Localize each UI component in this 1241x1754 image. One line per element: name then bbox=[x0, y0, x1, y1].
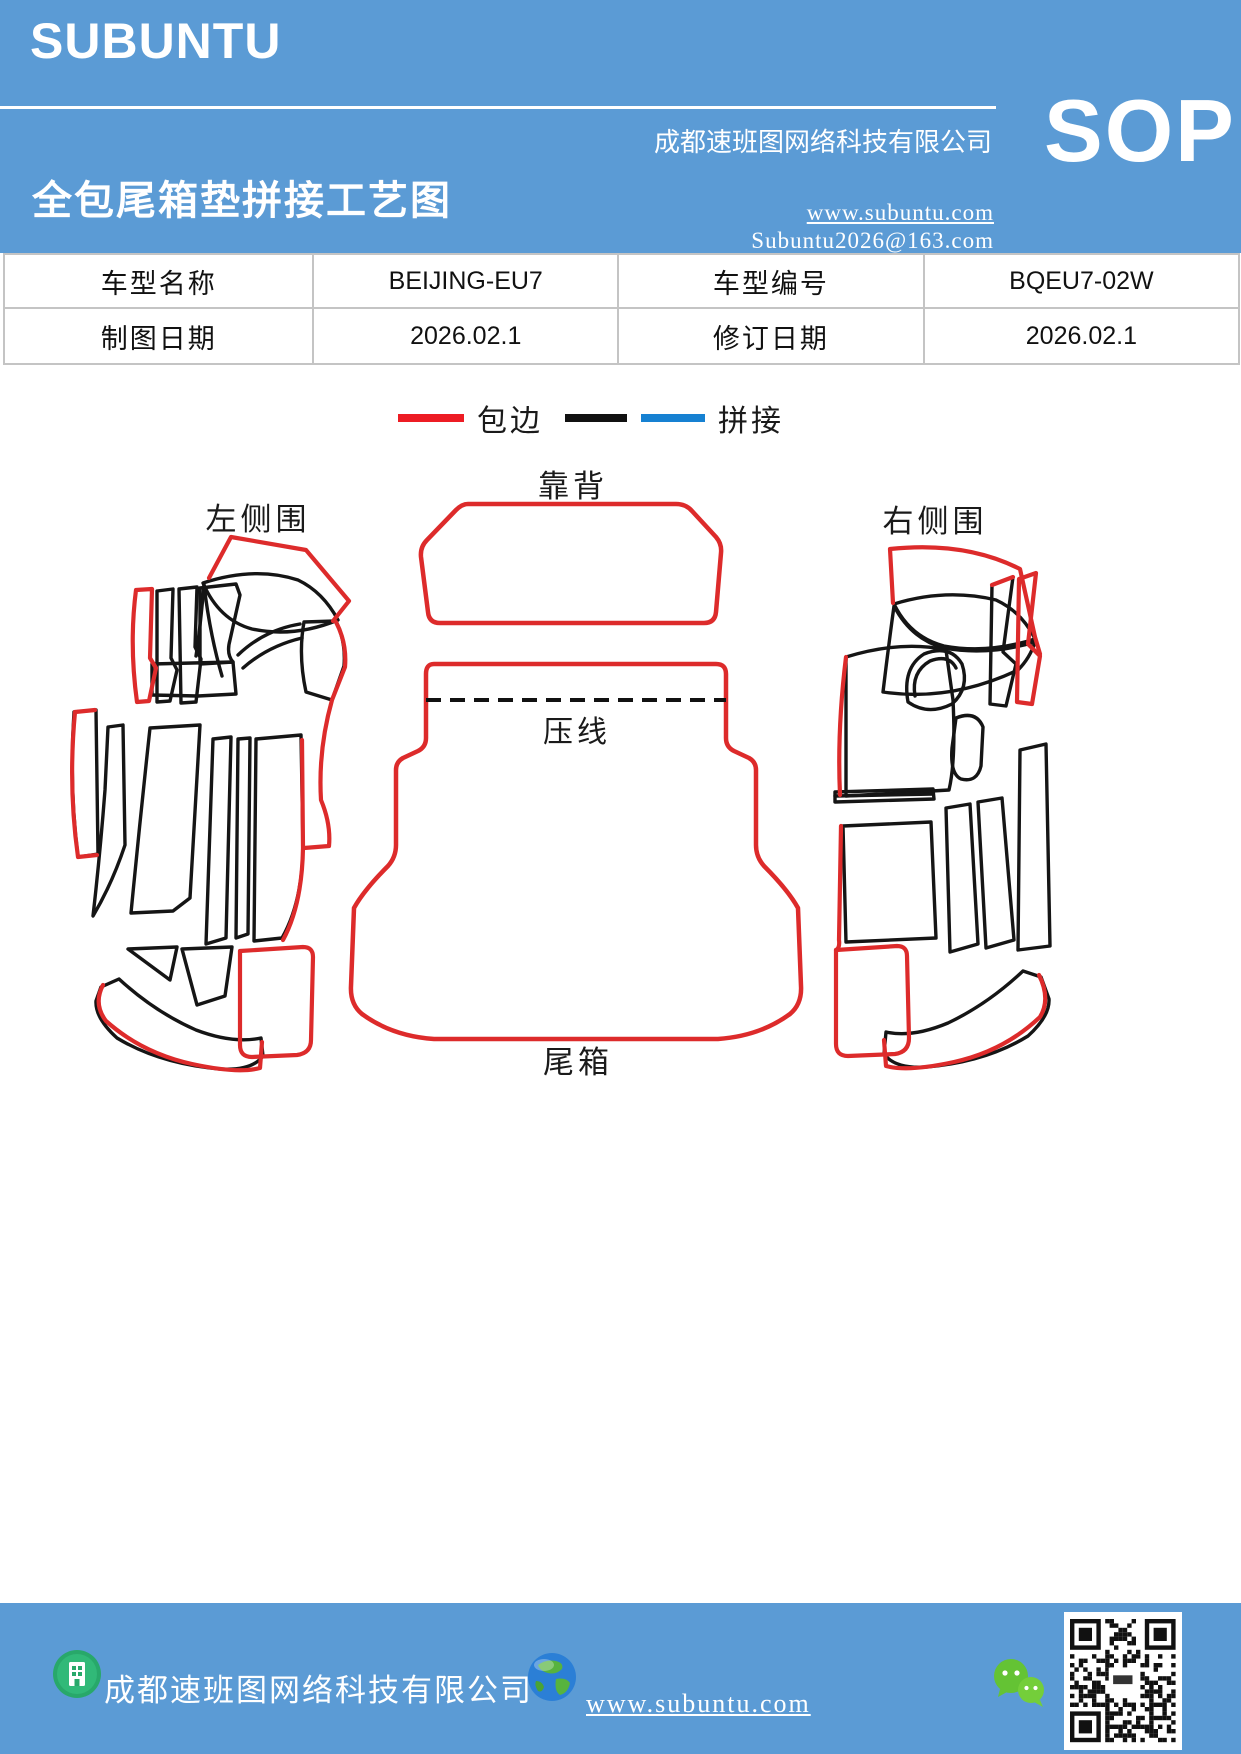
line-legend: 包边 拼接 bbox=[398, 400, 784, 438]
right-side-label: 右侧围 bbox=[883, 504, 988, 539]
mat-piece bbox=[944, 802, 980, 954]
globe-icon bbox=[528, 1653, 576, 1701]
binding-line-swatch bbox=[398, 414, 464, 422]
table-cell-draw-date-value: 2026.02.1 bbox=[314, 309, 620, 363]
mat-piece bbox=[129, 723, 202, 915]
header-email-text: Subuntu2026@163.com bbox=[751, 228, 994, 253]
binding-edge bbox=[1014, 570, 1043, 707]
mat-seam bbox=[833, 792, 935, 798]
table-cell-model-code-value: BQEU7-02W bbox=[924, 255, 1238, 309]
left-side-label: 左侧围 bbox=[206, 502, 311, 537]
mat-seam bbox=[236, 622, 302, 657]
brand-logo-text: SUBUNTU bbox=[30, 13, 282, 69]
trunk-outline bbox=[348, 661, 804, 1042]
binding-edge bbox=[70, 707, 100, 860]
mat-piece bbox=[976, 796, 1016, 950]
footer-website-link[interactable]: www.subuntu.com bbox=[586, 1689, 811, 1718]
mat-piece bbox=[1016, 742, 1052, 952]
header-website-link[interactable]: www.subuntu.com bbox=[806, 200, 994, 225]
mat-piece bbox=[234, 736, 252, 940]
binding-edge bbox=[130, 586, 159, 705]
mat-piece bbox=[882, 969, 1051, 1069]
vehicle-info-table: 车型名称 BEIJING-EU7 车型编号 BQEU7-02W 制图日期 202… bbox=[3, 253, 1240, 365]
mat-seam bbox=[241, 636, 304, 670]
binding-edge bbox=[833, 823, 844, 953]
header-banner: SUBUNTU 成都速班图网络科技有限公司 全包尾箱垫拼接工艺图 SOP www… bbox=[0, 0, 1241, 253]
page-title: 全包尾箱垫拼接工艺图 bbox=[32, 178, 452, 223]
mat-piece bbox=[841, 820, 938, 944]
header-divider-line bbox=[0, 106, 996, 109]
building-icon bbox=[53, 1650, 101, 1698]
mat-piece bbox=[892, 593, 1037, 651]
binding-edge bbox=[206, 534, 352, 624]
binding-edge bbox=[237, 944, 316, 1060]
table-cell-model-name-value: BEIJING-EU7 bbox=[314, 255, 620, 309]
mat-seam bbox=[202, 583, 224, 678]
mat-piece bbox=[94, 977, 265, 1071]
mat-piece bbox=[155, 587, 179, 704]
footer-company-name: 成都速班图网络科技有限公司 bbox=[104, 1673, 533, 1708]
splice-blue-swatch bbox=[641, 414, 705, 422]
binding-edge bbox=[96, 982, 265, 1073]
table-cell-model-code-label: 车型编号 bbox=[619, 255, 925, 309]
wechat-icon bbox=[994, 1659, 1044, 1707]
splice-black-swatch bbox=[565, 414, 627, 422]
binding-edge bbox=[887, 545, 1043, 657]
mat-piece bbox=[91, 723, 127, 918]
qr-code-pattern bbox=[1064, 1612, 1182, 1750]
mat-piece bbox=[126, 945, 179, 982]
right-side-group bbox=[833, 575, 1052, 1069]
press-line-label: 压线 bbox=[543, 716, 611, 749]
left-side-binding-edges bbox=[70, 534, 352, 1073]
footer-banner: 成都速班图网络科技有限公司 www.subuntu.com bbox=[0, 1603, 1241, 1754]
right-side-binding-edges bbox=[833, 545, 1048, 1071]
backrest-outline bbox=[418, 501, 724, 626]
mat-piece bbox=[180, 945, 234, 1007]
mat-piece bbox=[150, 660, 238, 698]
mat-piece bbox=[950, 713, 985, 782]
qr-code bbox=[1064, 1612, 1182, 1750]
mat-piece bbox=[988, 575, 1018, 708]
mat-piece bbox=[204, 735, 233, 946]
table-cell-revise-date-value: 2026.02.1 bbox=[1025, 321, 1137, 350]
table-cell-revise-date-label: 修订日期 bbox=[619, 309, 925, 363]
binding-edge bbox=[301, 619, 348, 851]
sop-badge: SOP bbox=[1044, 81, 1236, 180]
binding-edge bbox=[280, 737, 306, 943]
mat-seam bbox=[912, 657, 958, 698]
splice-legend-label: 拼接 bbox=[718, 405, 784, 438]
binding-edge bbox=[989, 574, 1016, 588]
binding-edge bbox=[833, 943, 912, 1059]
binding-edge bbox=[837, 654, 849, 798]
binding-legend-label: 包边 bbox=[477, 405, 543, 438]
table-cell-draw-date-label: 制图日期 bbox=[5, 309, 315, 363]
trunk-label: 尾箱 bbox=[543, 1045, 613, 1080]
binding-edge bbox=[881, 972, 1048, 1071]
table-cell-model-name-label: 车型名称 bbox=[5, 255, 315, 309]
mat-piece bbox=[833, 787, 936, 804]
mat-piece bbox=[844, 644, 956, 798]
header-company-name: 成都速班图网络科技有限公司 bbox=[653, 128, 992, 157]
mat-piece bbox=[905, 649, 967, 712]
backrest-label: 靠背 bbox=[538, 469, 608, 504]
